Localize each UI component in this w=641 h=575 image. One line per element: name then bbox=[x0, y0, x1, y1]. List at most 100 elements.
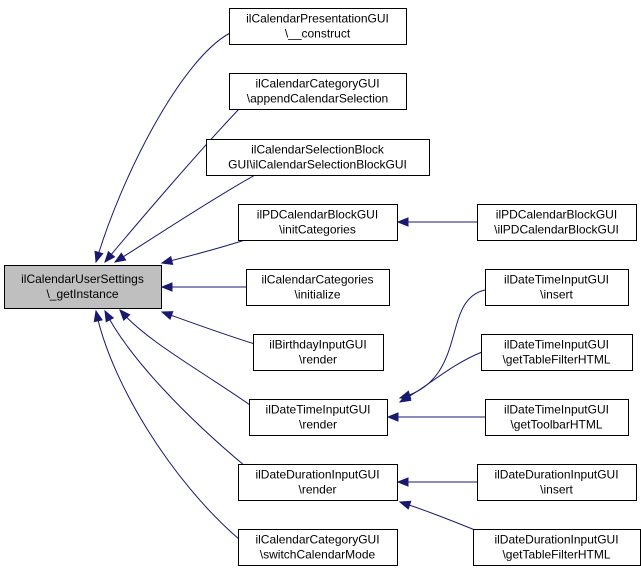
arrowhead bbox=[104, 309, 115, 323]
node-n8[interactable]: ilDateDurationInputGUI\render bbox=[238, 464, 398, 501]
nodes-layer: ilCalendarUserSettings\_getInstanceilCal… bbox=[4, 8, 641, 566]
node-class-label: ilCalendarCategories bbox=[261, 273, 373, 287]
node-class-label: ilDateTimeInputGUI bbox=[504, 403, 609, 417]
node-box bbox=[206, 139, 430, 176]
node-method-label: \ilPDCalendarBlockGUI bbox=[494, 223, 619, 237]
node-class-label: ilDateDurationInputGUI bbox=[255, 468, 379, 482]
edge-line bbox=[161, 239, 246, 264]
arrowhead bbox=[94, 250, 104, 264]
node-n1[interactable]: ilCalendarPresentationGUI\__construct bbox=[229, 8, 407, 45]
edge-line bbox=[104, 107, 241, 263]
edge-line bbox=[399, 289, 486, 399]
node-method-label: \getToolbarHTML bbox=[510, 418, 602, 432]
edge-n13-to-n7 bbox=[386, 412, 485, 422]
node-n11[interactable]: ilDateTimeInputGUI\insert bbox=[485, 269, 629, 306]
node-class-label: ilCalendarPresentationGUI bbox=[246, 12, 389, 26]
node-box bbox=[473, 529, 641, 566]
node-method-label: \initialize bbox=[294, 288, 340, 302]
node-class-label: ilDateTimeInputGUI bbox=[266, 403, 371, 417]
arrowhead bbox=[398, 392, 412, 403]
node-n9[interactable]: ilCalendarCategoryGUI\switchCalendarMode bbox=[238, 529, 398, 566]
node-method-label: \insert bbox=[540, 483, 573, 497]
node-n3[interactable]: ilCalendarSelectionBlockGUI\ilCalendarSe… bbox=[206, 139, 430, 176]
node-method-label: \render bbox=[298, 483, 336, 497]
edge-n6-to-root bbox=[160, 311, 259, 346]
node-method-label: \render bbox=[299, 353, 337, 367]
edge-line bbox=[399, 351, 483, 403]
arrowhead bbox=[113, 252, 127, 263]
node-box bbox=[249, 399, 388, 436]
node-class-label: ilDateDurationInputGUI bbox=[494, 533, 618, 547]
node-n15[interactable]: ilDateDurationInputGUI\getTableFilterHTM… bbox=[473, 529, 641, 566]
node-method-label: \appendCalendarSelection bbox=[247, 92, 388, 106]
node-box bbox=[238, 204, 398, 241]
edge-n3-to-root bbox=[113, 174, 256, 263]
arrowhead bbox=[160, 311, 174, 321]
edges-layer bbox=[93, 32, 486, 541]
edge-n15-to-n8 bbox=[398, 500, 481, 533]
node-method-label: GUI\ilCalendarSelectionBlockGUI bbox=[228, 158, 407, 172]
node-n12[interactable]: ilDateTimeInputGUI\getTableFilterHTML bbox=[481, 334, 633, 371]
node-method-label: \insert bbox=[540, 288, 573, 302]
node-class-label: ilCalendarCategoryGUI bbox=[255, 533, 379, 547]
edge-n1-to-root bbox=[94, 32, 231, 264]
arrowhead bbox=[160, 282, 173, 292]
arrowhead bbox=[119, 308, 131, 321]
node-box bbox=[477, 204, 637, 241]
edge-n2-to-root bbox=[104, 107, 241, 264]
arrowhead bbox=[396, 477, 409, 487]
node-n6[interactable]: ilBirthdayInputGUI\render bbox=[253, 334, 384, 371]
node-method-label: \switchCalendarMode bbox=[260, 548, 376, 562]
arrowhead bbox=[93, 309, 103, 323]
root-node[interactable]: ilCalendarUserSettings\_getInstance bbox=[4, 265, 162, 309]
node-box bbox=[485, 269, 629, 306]
node-box bbox=[481, 334, 633, 371]
edge-line bbox=[104, 310, 246, 467]
node-n10[interactable]: ilPDCalendarBlockGUI\ilPDCalendarBlockGU… bbox=[477, 204, 637, 241]
node-class-label: ilPDCalendarBlockGUI bbox=[257, 208, 378, 222]
edge-line bbox=[161, 311, 259, 346]
node-method-label: \_getInstance bbox=[46, 287, 118, 301]
node-box bbox=[229, 73, 407, 110]
node-box bbox=[485, 399, 629, 436]
edge-line bbox=[114, 174, 256, 263]
node-method-label: \getTableFilterHTML bbox=[502, 548, 610, 562]
node-class-label: ilBirthdayInputGUI bbox=[269, 338, 366, 352]
node-box bbox=[229, 8, 407, 45]
node-n7[interactable]: ilDateTimeInputGUI\render bbox=[249, 399, 388, 436]
edge-n12-to-n7 bbox=[398, 351, 483, 403]
edge-n4-to-root bbox=[160, 239, 246, 266]
edge-n11-to-n7 bbox=[398, 289, 486, 400]
edge-line bbox=[399, 501, 481, 533]
node-class-label: ilPDCalendarBlockGUI bbox=[496, 208, 617, 222]
node-box bbox=[4, 265, 162, 309]
arrowhead bbox=[398, 500, 412, 510]
node-n13[interactable]: ilDateTimeInputGUI\getToolbarHTML bbox=[485, 399, 629, 436]
arrowhead bbox=[386, 412, 399, 422]
node-n2[interactable]: ilCalendarCategoryGUI\appendCalendarSele… bbox=[229, 73, 407, 110]
node-class-label: ilCalendarUserSettings bbox=[21, 272, 144, 286]
node-n5[interactable]: ilCalendarCategories\initialize bbox=[246, 269, 390, 306]
node-n14[interactable]: ilDateDurationInputGUI\insert bbox=[477, 464, 637, 501]
node-box bbox=[253, 334, 384, 371]
node-class-label: ilDateTimeInputGUI bbox=[504, 273, 609, 287]
arrowhead bbox=[396, 217, 409, 227]
node-method-label: \initCategories bbox=[279, 223, 356, 237]
node-n4[interactable]: ilPDCalendarBlockGUI\initCategories bbox=[238, 204, 398, 241]
node-class-label: ilCalendarCategoryGUI bbox=[255, 77, 379, 91]
node-box bbox=[238, 464, 398, 501]
edge-line bbox=[95, 310, 241, 541]
node-box bbox=[238, 529, 398, 566]
node-class-label: ilCalendarSelectionBlock bbox=[251, 143, 385, 157]
edge-n5-to-root bbox=[160, 282, 246, 292]
edge-n7-to-root bbox=[119, 308, 251, 406]
arrowhead bbox=[160, 255, 174, 266]
edge-line bbox=[95, 32, 231, 263]
node-box bbox=[477, 464, 637, 501]
node-box bbox=[246, 269, 390, 306]
arrowhead bbox=[104, 250, 116, 264]
node-method-label: \getTableFilterHTML bbox=[502, 353, 610, 367]
node-method-label: \__construct bbox=[285, 27, 351, 41]
edge-n10-to-n4 bbox=[396, 217, 477, 227]
